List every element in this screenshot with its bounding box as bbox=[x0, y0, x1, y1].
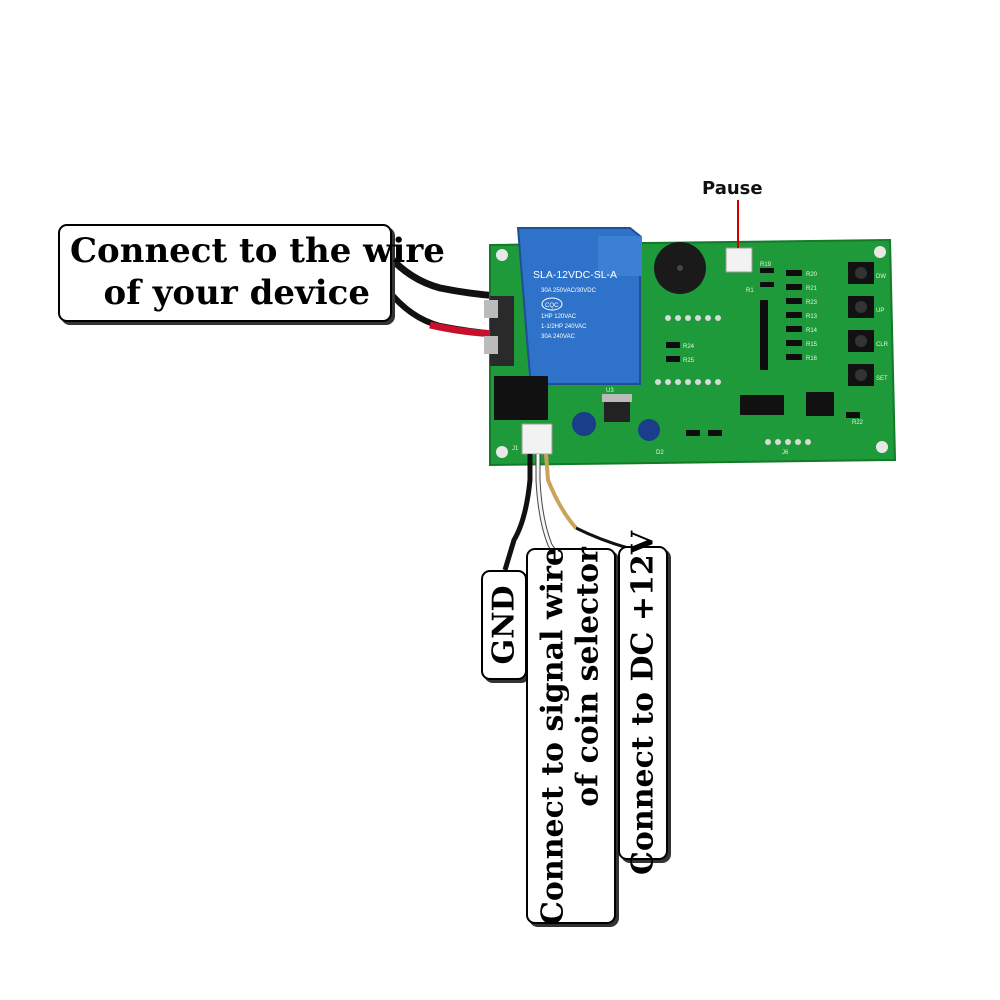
push-buttons bbox=[848, 262, 874, 386]
resistor-array bbox=[666, 268, 860, 436]
mount-hole bbox=[874, 246, 886, 258]
capacitor bbox=[572, 412, 596, 436]
silk-label: R14 bbox=[806, 328, 818, 334]
pause-connector bbox=[725, 247, 753, 273]
voltage-regulator bbox=[604, 400, 630, 422]
silk-label: R25 bbox=[683, 358, 695, 364]
relay-rating: 1HP 120VAC bbox=[541, 314, 577, 320]
relay: SLA-12VDC-SL-A 30A 250VAC/30VDC CQC 1HP … bbox=[516, 227, 642, 385]
silk-label: R13 bbox=[806, 314, 818, 320]
signal-wire-callout: Connect to signal wire of coin selector bbox=[526, 547, 616, 925]
silk-label: DW bbox=[876, 274, 886, 280]
silk-label: R19 bbox=[760, 262, 772, 268]
relay-rating: 30A 250VAC/30VDC bbox=[541, 288, 597, 294]
silk-label: R20 bbox=[806, 272, 818, 278]
mount-hole bbox=[496, 249, 508, 261]
silk-label: CLR bbox=[876, 342, 889, 348]
relay-rating: 1-1/2HP 240VAC bbox=[541, 324, 587, 330]
relay-model: SLA-12VDC-SL-A bbox=[533, 269, 617, 281]
silk-label: R15 bbox=[806, 342, 818, 348]
signal-callout-line1: Connect to signal wire bbox=[535, 547, 571, 925]
ic-chip bbox=[806, 392, 834, 416]
dc-jack bbox=[494, 376, 548, 420]
silk-label: R21 bbox=[806, 286, 818, 292]
device-wire-callout: Connect to the wire of your device bbox=[58, 224, 445, 322]
dc-label: Connect to DC +12V bbox=[625, 531, 661, 875]
device-callout-line1: Connect to the wire bbox=[70, 231, 445, 271]
ic-chip bbox=[740, 395, 784, 415]
gnd-label: GND bbox=[486, 585, 522, 665]
silk-label: J6 bbox=[782, 450, 789, 456]
silk-label: R1 bbox=[746, 288, 754, 294]
silk-label: R23 bbox=[806, 300, 818, 306]
device-callout-line2: of your device bbox=[103, 273, 370, 313]
solder-pads bbox=[655, 315, 811, 445]
silk-label: J1 bbox=[512, 446, 519, 452]
mount-hole bbox=[496, 446, 508, 458]
signal-callout-line2: of coin selector bbox=[570, 547, 605, 807]
silk-label: D2 bbox=[656, 450, 664, 456]
gnd-callout: GND bbox=[481, 570, 527, 680]
mount-hole bbox=[876, 441, 888, 453]
dc-power-callout: Connect to DC +12V bbox=[618, 531, 668, 875]
relay-rating: 30A 240VAC bbox=[541, 334, 576, 340]
silk-label: U3 bbox=[606, 388, 614, 394]
silk-label: R24 bbox=[683, 344, 695, 350]
signal-callout-text: Connect to signal wire of coin selector bbox=[535, 547, 606, 925]
pause-label: Pause bbox=[702, 178, 763, 199]
silk-label: SET bbox=[876, 376, 888, 382]
silk-label: R22 bbox=[852, 420, 864, 426]
capacitor bbox=[638, 419, 660, 441]
silk-label: R16 bbox=[806, 356, 818, 362]
silk-label: UP bbox=[876, 308, 884, 314]
relay-cert: CQC bbox=[545, 303, 559, 309]
pcb-board: SLA-12VDC-SL-A 30A 250VAC/30VDC CQC 1HP … bbox=[484, 227, 897, 467]
signal-connector bbox=[521, 423, 553, 455]
